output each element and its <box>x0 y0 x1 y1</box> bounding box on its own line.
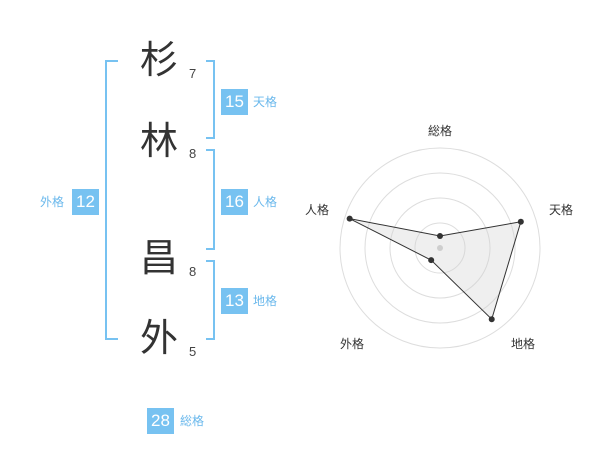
jinkaku-value: 16 <box>221 189 248 215</box>
radar-ring <box>339 147 541 349</box>
gaikaku-label: 外格 <box>40 195 65 209</box>
gaikaku-bracket <box>105 60 118 340</box>
radar-point-4 <box>428 257 435 264</box>
name-char-1: 杉 <box>140 38 179 82</box>
radar-point-1 <box>437 233 443 239</box>
stroke-count-2: 8 <box>189 146 197 161</box>
name-char-4: 外 <box>140 316 179 360</box>
stroke-count-3: 8 <box>189 264 197 279</box>
radar-label-gaikaku: 外格 <box>340 337 365 351</box>
radar-label-tenkaku: 天格 <box>549 203 574 217</box>
name-char-2: 林 <box>140 119 179 163</box>
radar-center <box>437 245 443 251</box>
radar-point-5 <box>346 215 353 222</box>
radar-label-chikaku: 地格 <box>511 337 536 351</box>
radar-label-soukaku: 総格 <box>428 124 453 138</box>
tenkaku-bracket <box>206 60 215 139</box>
radar-ring <box>364 172 516 324</box>
tenkaku-value: 15 <box>221 89 248 115</box>
jinkaku-label: 人格 <box>253 195 278 209</box>
tenkaku-label: 天格 <box>253 95 278 109</box>
radar-series-polygon <box>349 218 522 321</box>
radar-point-2 <box>517 218 524 225</box>
radar-ring <box>414 222 466 274</box>
soukaku-label: 総格 <box>180 414 205 428</box>
stroke-count-4: 5 <box>189 344 197 359</box>
radar-ring <box>389 197 491 299</box>
soukaku-value: 28 <box>147 408 174 434</box>
chikaku-value: 13 <box>221 288 248 314</box>
name-char-3: 昌 <box>140 236 179 280</box>
radar-point-3 <box>488 316 495 323</box>
chikaku-bracket <box>206 260 215 340</box>
radar-label-jinkaku: 人格 <box>305 203 330 217</box>
stroke-count-1: 7 <box>189 66 197 81</box>
jinkaku-bracket <box>206 149 215 250</box>
gaikaku-value: 12 <box>72 189 99 215</box>
chikaku-label: 地格 <box>253 294 278 308</box>
